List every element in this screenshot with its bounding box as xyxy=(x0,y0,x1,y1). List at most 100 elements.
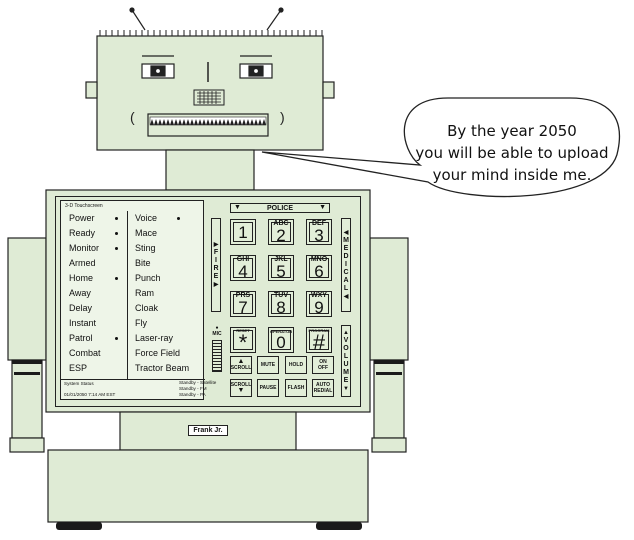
active-indicator-dot xyxy=(115,277,118,280)
key-letters: RESET xyxy=(236,327,250,333)
name-plate: Frank Jr. xyxy=(188,425,228,436)
menu-item-patrol[interactable]: Patrol xyxy=(69,331,125,346)
menu-item-label: Ready xyxy=(69,228,96,238)
menu-item-cloak[interactable]: Cloak xyxy=(135,301,201,316)
menu-item-instant[interactable]: Instant xyxy=(69,316,125,331)
key-number: 8 xyxy=(276,298,286,317)
menu-item-mace[interactable]: Mace xyxy=(135,226,201,241)
menu-item-punch[interactable]: Punch xyxy=(135,271,201,286)
mic-grille xyxy=(212,340,222,372)
menu-item-label: Bite xyxy=(135,258,151,268)
key-number: * xyxy=(238,329,248,355)
menu-item-fly[interactable]: Fly xyxy=(135,316,201,331)
menu-item-label: Home xyxy=(69,273,94,283)
system-status-label: System Status xyxy=(64,381,94,386)
menu-item-force-field[interactable]: Force Field xyxy=(135,346,201,361)
hold-button[interactable]: HOLD xyxy=(285,356,307,374)
key-hash[interactable]: PROGRAM# xyxy=(306,327,332,353)
menu-item-label: Tractor Beam xyxy=(135,363,190,373)
strip-letter: M xyxy=(343,369,349,376)
active-indicator-dot xyxy=(115,232,118,235)
mic-label: ● MIC xyxy=(212,325,222,337)
base xyxy=(47,449,369,523)
key-letters: DEF xyxy=(312,220,326,227)
speaker-grille xyxy=(193,89,225,106)
scroll-down-button[interactable]: SCROLL ▼ xyxy=(230,379,252,397)
pause-button[interactable]: PAUSE xyxy=(257,379,279,397)
menu-item-esp[interactable]: ESP xyxy=(69,361,125,376)
right-upper-arm xyxy=(369,237,409,361)
menu-item-bite[interactable]: Bite xyxy=(135,256,201,271)
menu-item-monitor[interactable]: Monitor xyxy=(69,241,125,256)
key-letters: GHI xyxy=(236,256,250,263)
strip-letter: I xyxy=(345,261,347,268)
menu-item-label: Mace xyxy=(135,228,158,238)
menu-item-away[interactable]: Away xyxy=(69,286,125,301)
key-letters: PRS xyxy=(235,292,251,299)
key-number: 9 xyxy=(314,298,324,317)
key-number: # xyxy=(312,329,326,355)
menu-item-label: Power xyxy=(69,213,95,223)
scroll-up-button[interactable]: ▲ SCROLL xyxy=(230,356,252,374)
fire-up-arrow-icon: ▶ xyxy=(213,242,219,248)
strip-arrow-icon: ▶ xyxy=(213,282,219,288)
menu-item-label: Fly xyxy=(135,318,147,328)
speech-line: you will be able to upload xyxy=(415,144,609,162)
menu-item-label: Monitor xyxy=(69,243,100,253)
flash-button[interactable]: FLASH xyxy=(285,379,307,397)
menu-item-delay[interactable]: Delay xyxy=(69,301,125,316)
key-number: 4 xyxy=(238,262,248,281)
key-letters: JKL xyxy=(274,256,288,263)
menu-item-home[interactable]: Home xyxy=(69,271,125,286)
left-eye xyxy=(141,55,175,79)
menu-item-tractor-beam[interactable]: Tractor Beam xyxy=(135,361,201,376)
auto-redial-button[interactable]: AUTO REDIAL xyxy=(312,379,334,397)
on-off-button[interactable]: ON OFF xyxy=(312,356,334,374)
system-datetime: 01/01/2050 7:14 AM EST xyxy=(64,392,116,397)
speech-bubble-shape xyxy=(261,97,621,198)
key-star[interactable]: RESET* xyxy=(230,327,256,353)
menu-item-combat[interactable]: Combat xyxy=(69,346,125,361)
strip-letter: L xyxy=(343,285,349,292)
speech-line: By the year 2050 xyxy=(447,122,577,140)
svg-text:(: ( xyxy=(130,109,135,125)
menu-item-power[interactable]: Power xyxy=(69,211,125,226)
status-divider xyxy=(61,379,205,380)
right-ear xyxy=(322,81,335,99)
mouth: ( ) xyxy=(130,109,285,137)
strip-letter: I xyxy=(215,257,217,264)
key-1[interactable]: 1 xyxy=(230,219,256,245)
strip-letter: E xyxy=(343,245,349,252)
strip-letter: F xyxy=(213,249,219,256)
menu-item-laser-ray[interactable]: Laser-ray xyxy=(135,331,201,346)
key-number: 3 xyxy=(314,226,324,245)
menu-item-ready[interactable]: Ready xyxy=(69,226,125,241)
menu-item-label: Delay xyxy=(69,303,93,313)
right-eye xyxy=(239,55,273,79)
police-button[interactable]: ▼ POLICE ▼ xyxy=(230,203,330,213)
key-number: 2 xyxy=(276,226,286,245)
menu-item-ram[interactable]: Ram xyxy=(135,286,201,301)
strip-letter: A xyxy=(343,277,349,284)
menu-item-sting[interactable]: Sting xyxy=(135,241,201,256)
menu-item-label: Away xyxy=(69,288,91,298)
menu-item-armed[interactable]: Armed xyxy=(69,256,125,271)
menu-item-voice[interactable]: Voice xyxy=(135,211,201,226)
mute-button[interactable]: MUTE xyxy=(257,356,279,374)
menu-item-label: Force Field xyxy=(135,348,181,358)
